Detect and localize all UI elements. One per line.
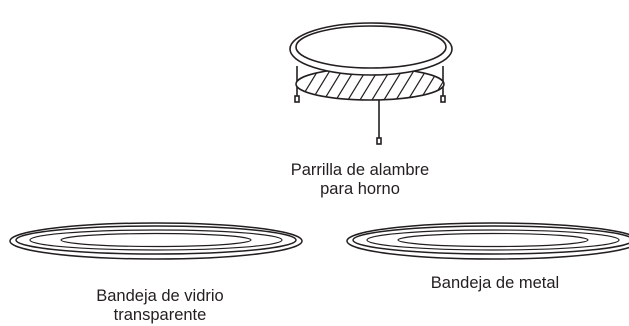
wire-rack-label-line2: para horno [320,180,400,198]
wire-rack-caption: Parrilla de alambre para horno [260,161,460,199]
glass-tray-label-line1: Bandeja de vidrio [96,287,224,305]
wire-rack-label-line1: Parrilla de alambre [290,161,430,179]
wire-rack-icon [289,22,453,145]
glass-tray-label-line2: transparente [113,306,207,324]
metal-tray-caption: Bandeja de metal [390,274,600,293]
glass-tray-caption: Bandeja de vidrio transparente [40,287,280,325]
glass-tray-icon [9,222,303,260]
metal-tray-label-line1: Bandeja de metal [430,274,560,292]
metal-tray-icon [346,222,629,260]
